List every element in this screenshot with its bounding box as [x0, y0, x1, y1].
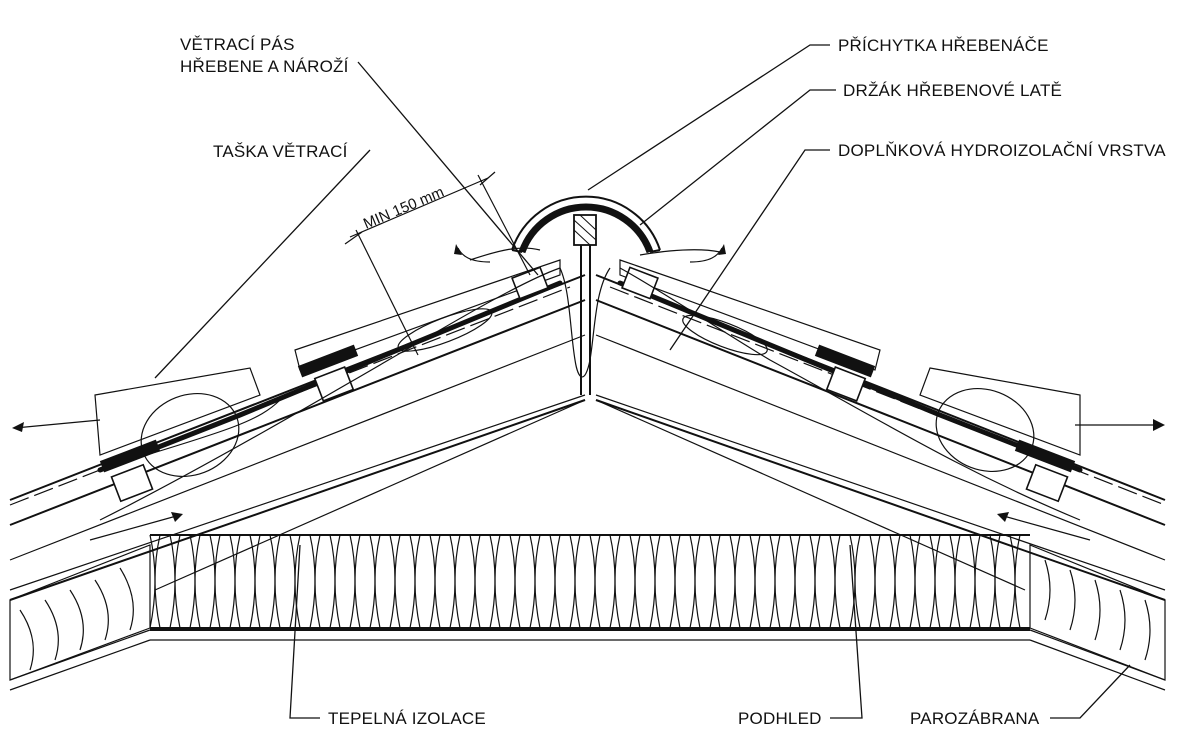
label-vapour-barrier: PAROZÁBRANA	[910, 709, 1040, 728]
label-ridge-clip: PŘÍCHYTKA HŘEBENÁČE	[838, 36, 1049, 55]
leader-lines	[154, 44, 1131, 719]
label-vent-strip-line1: VĚTRACÍ PÁS	[180, 35, 295, 54]
right-roof-slope	[595, 259, 1166, 601]
dimension-label: MIN 150 mm	[361, 183, 447, 232]
ridge-batten	[573, 214, 597, 395]
label-ridge-batten-holder: DRŽÁK HŘEBENOVÉ LATĚ	[843, 81, 1062, 100]
label-insulation: TEPELNÁ IZOLACE	[328, 709, 486, 728]
tile-hooks	[99, 344, 1076, 473]
label-vent-strip-line2: HŘEBENE A NÁROŽÍ	[180, 57, 349, 76]
airflow-lines	[12, 244, 1165, 541]
label-underlay: DOPLŇKOVÁ HYDROIZOLAČNÍ VRSTVA	[838, 141, 1166, 160]
insulation-band	[9, 534, 1166, 681]
labels: VĚTRACÍ PÁS HŘEBENE A NÁROŽÍ TAŠKA VĚTRA…	[180, 35, 1166, 728]
battens	[110, 266, 1069, 503]
label-ceiling: PODHLED	[738, 709, 822, 728]
label-vent-tile: TAŠKA VĚTRACÍ	[213, 142, 348, 161]
dimension-min-150: MIN 150 mm	[344, 171, 531, 356]
